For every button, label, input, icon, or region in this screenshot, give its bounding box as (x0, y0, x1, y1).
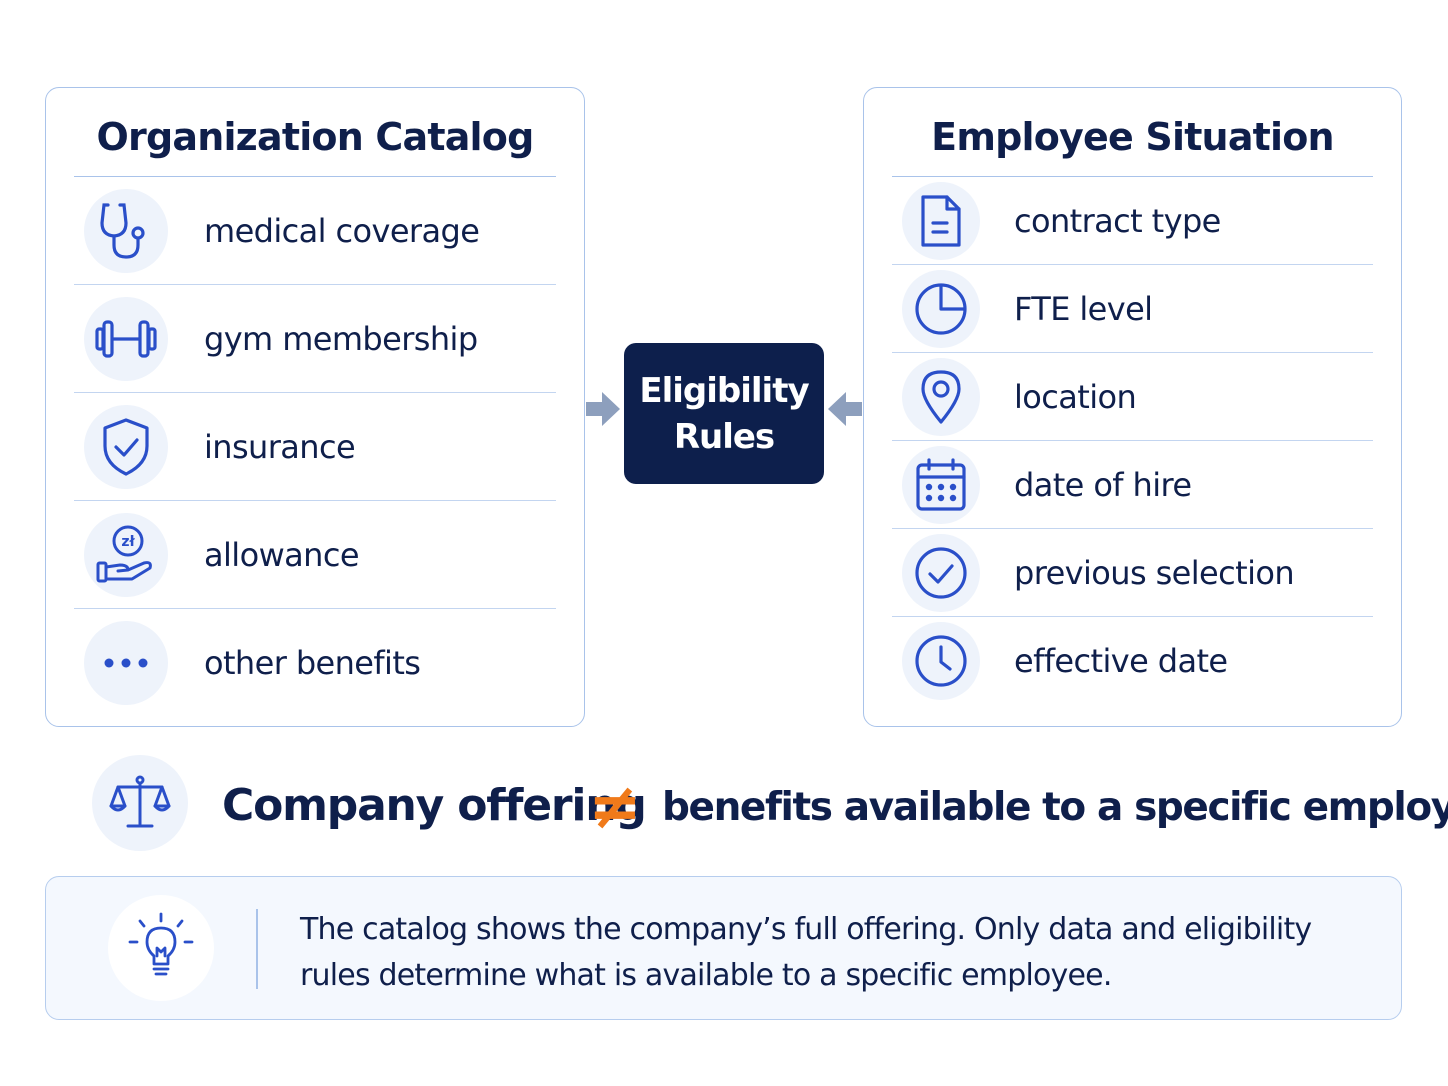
note-divider (256, 909, 258, 989)
info-note: The catalog shows the company’s full off… (45, 876, 1402, 1020)
pie-chart-icon (902, 269, 980, 348)
catalog-item-label: allowance (204, 535, 360, 574)
situation-item-label: location (1014, 377, 1137, 416)
catalog-item-label: insurance (204, 427, 356, 466)
location-pin-icon (902, 357, 980, 436)
catalog-item-allowance: zł allowance (74, 501, 556, 609)
catalog-item-label: gym membership (204, 319, 478, 358)
organization-catalog-title: Organization Catalog (74, 106, 556, 177)
lightbulb-icon (108, 895, 214, 1001)
dumbbell-icon (84, 296, 168, 381)
shield-check-icon (84, 404, 168, 489)
catalog-item-label: other benefits (204, 644, 421, 682)
coin-text: zł (121, 534, 135, 550)
clock-icon (902, 622, 980, 700)
scales-icon (92, 755, 188, 851)
catalog-item-gym-membership: gym membership (74, 285, 556, 393)
situation-item-date-of-hire: date of hire (892, 441, 1373, 529)
employee-situation-list: contract type FTE level location (892, 177, 1373, 705)
situation-item-label: previous selection (1014, 553, 1295, 592)
hand-coin-icon: zł (84, 512, 168, 597)
stethoscope-icon (84, 188, 168, 273)
organization-catalog-list: medical coverage gym membership (74, 177, 556, 717)
situation-item-contract-type: contract type (892, 177, 1373, 265)
calendar-icon (902, 445, 980, 524)
catalog-item-other-benefits: other benefits (74, 609, 556, 717)
catalog-item-insurance: insurance (74, 393, 556, 501)
situation-item-label: FTE level (1014, 289, 1153, 328)
summary-company-offering: Company offering (222, 780, 647, 831)
situation-item-effective-date: effective date (892, 617, 1373, 705)
situation-item-label: contract type (1014, 201, 1221, 240)
eligibility-rules-line2: Rules (673, 416, 775, 457)
employee-situation-title: Employee Situation (892, 106, 1373, 177)
employee-situation-panel: Employee Situation contract type FTE lev (863, 87, 1402, 727)
arrow-right-icon (586, 392, 620, 426)
document-icon (902, 181, 980, 260)
eligibility-rules-line1: Eligibility (639, 370, 809, 411)
situation-item-label: date of hire (1014, 465, 1192, 504)
ellipsis-icon (84, 621, 168, 705)
check-circle-icon (902, 533, 980, 612)
situation-item-label: effective date (1014, 642, 1228, 680)
situation-item-fte-level: FTE level (892, 265, 1373, 353)
catalog-item-label: medical coverage (204, 211, 480, 250)
arrow-left-icon (828, 392, 862, 426)
not-equal-symbol: ≠ (588, 770, 642, 844)
situation-item-location: location (892, 353, 1373, 441)
catalog-item-medical-coverage: medical coverage (74, 177, 556, 285)
organization-catalog-panel: Organization Catalog medical coverage (45, 87, 585, 727)
note-text: The catalog shows the company’s full off… (300, 912, 1312, 993)
situation-item-previous-selection: previous selection (892, 529, 1373, 617)
eligibility-rules-box: Eligibility Rules (624, 343, 824, 484)
summary-available-benefits: benefits available to a specific employe… (662, 785, 1448, 830)
